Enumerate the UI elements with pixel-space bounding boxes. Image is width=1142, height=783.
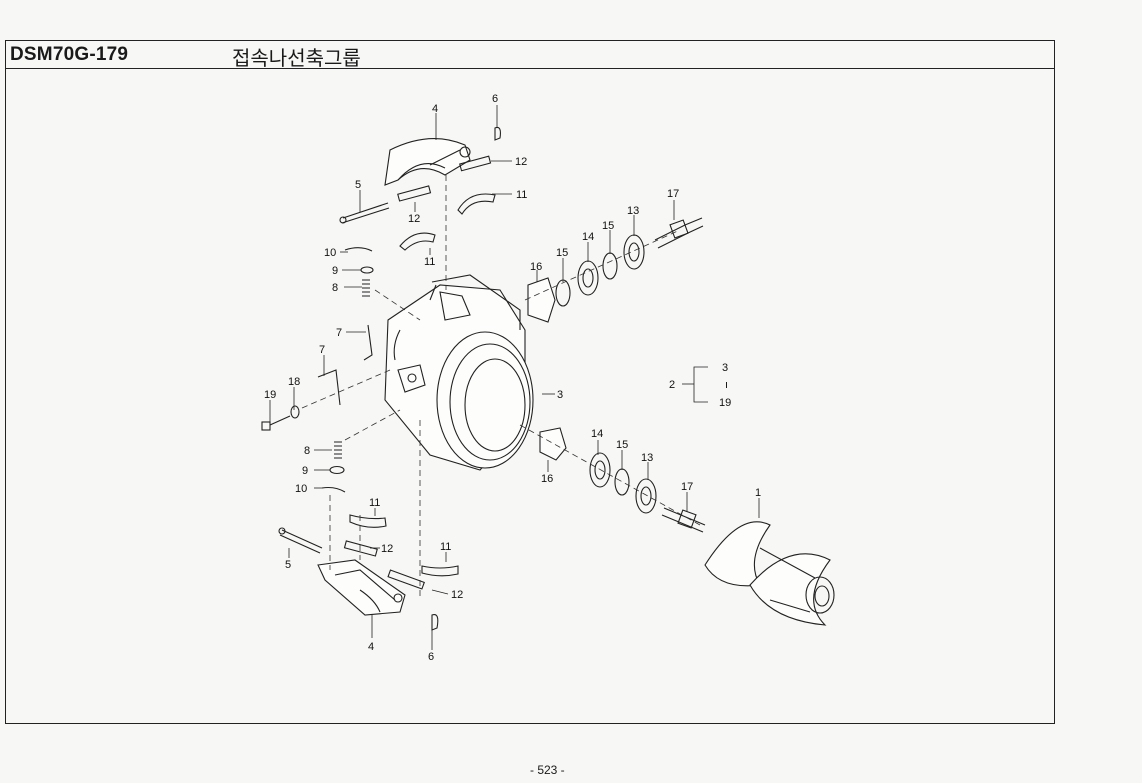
- bracket-from: 3: [722, 362, 728, 374]
- callout-14-top: 14: [582, 231, 594, 243]
- callout-4-top: 4: [432, 103, 438, 115]
- callout-16-bottom: 16: [541, 473, 553, 485]
- callout-8-bottom: 8: [304, 445, 310, 457]
- lower-bracket-part: [317, 559, 406, 616]
- bracket-separator: ı: [725, 379, 728, 391]
- bracket-to: 19: [719, 397, 731, 409]
- housing-part: [384, 274, 534, 471]
- model-code: DSM70G-179: [10, 44, 129, 65]
- group-title: 접속나선축그룹: [232, 46, 361, 70]
- callout-5-bottom: 5: [285, 559, 291, 571]
- callout-12-top: 12: [515, 156, 527, 168]
- callout-9-top: 9: [332, 265, 338, 277]
- callout-9-bottom: 9: [302, 465, 308, 477]
- callout-3: 3: [557, 389, 563, 401]
- callout-7-lower: 7: [319, 344, 325, 356]
- page-number: - 523 -: [530, 763, 565, 777]
- callout-13-top: 13: [627, 205, 639, 217]
- bracket-parent: 2: [669, 379, 675, 391]
- callout-1: 1: [755, 487, 761, 499]
- upper-bracket-part: [384, 138, 471, 186]
- drawing-frame: DSM70G-179 접속나선축그룹: [5, 40, 1055, 724]
- callout-17-bottom: 17: [681, 481, 693, 493]
- title-bar: DSM70G-179 접속나선축그룹: [6, 41, 1054, 70]
- callout-6-bottom: 6: [428, 651, 434, 663]
- callout-18: 18: [288, 376, 300, 388]
- callout-11-lower-b: 11: [440, 541, 451, 553]
- callout-15-top-a: 15: [556, 247, 568, 259]
- callout-14-bottom: 14: [591, 428, 603, 440]
- callout-12-lower-a: 12: [381, 543, 393, 555]
- lower-bolt: [279, 529, 323, 554]
- screw-conveyor-part: [704, 521, 835, 626]
- callout-13-bottom: 13: [641, 452, 653, 464]
- callout-19: 19: [264, 389, 276, 401]
- upper-bolt: [341, 202, 390, 224]
- callout-11-mid: 11: [424, 256, 435, 268]
- callout-5-top: 5: [355, 179, 361, 191]
- callout-11-top: 11: [516, 189, 527, 201]
- callout-10-bottom: 10: [295, 483, 307, 495]
- callout-16-top: 16: [530, 261, 542, 273]
- callout-12-mid: 12: [408, 213, 420, 225]
- callout-11-lower-a: 11: [369, 497, 380, 509]
- callout-7-upper: 7: [336, 327, 342, 339]
- callout-17-top: 17: [667, 188, 679, 200]
- callout-15-top-b: 15: [602, 220, 614, 232]
- callout-8-top: 8: [332, 282, 338, 294]
- callout-10-top: 10: [324, 247, 336, 259]
- callout-4-bottom: 4: [368, 641, 374, 653]
- callout-6-top: 6: [492, 93, 498, 105]
- upper-gear-train: [527, 217, 704, 323]
- callout-12-lower-b: 12: [451, 589, 463, 601]
- callout-15-bottom: 15: [616, 439, 628, 451]
